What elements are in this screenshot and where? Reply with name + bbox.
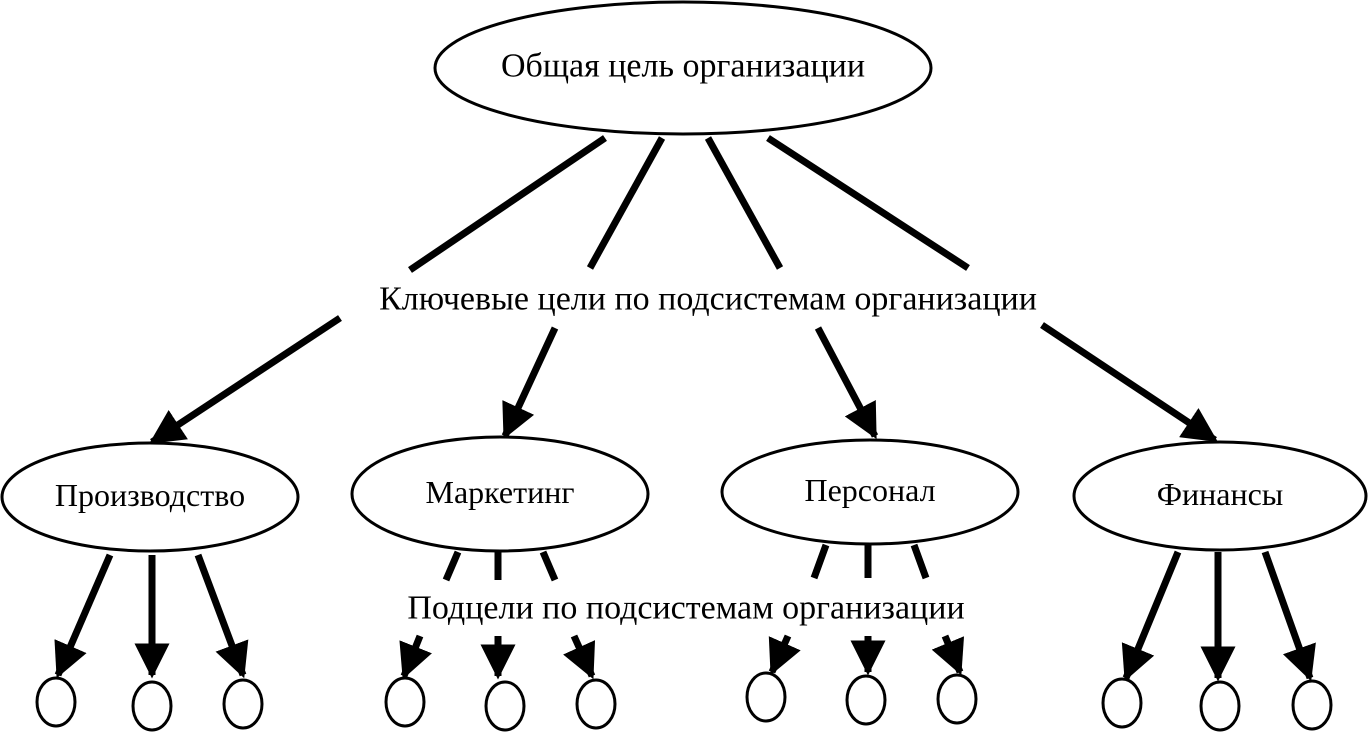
subsystem-label-production: Производство — [55, 477, 245, 513]
subgoal-arrow — [194, 553, 249, 679]
subgoal-arrow-lower — [768, 634, 801, 676]
subsystem-label-personnel: Персонал — [804, 472, 935, 508]
subgoal-circle — [936, 673, 978, 725]
subsystem-personnel: Персонал — [720, 438, 1020, 546]
subsystem-ellipse — [720, 438, 1020, 546]
key-goal-arrow-production — [149, 315, 342, 445]
subgoal-circle — [131, 680, 173, 732]
subsystem-ellipse — [0, 441, 300, 553]
key-goal-arrow-finance — [1040, 322, 1218, 443]
root-goal-node: Общая цель организации — [433, 0, 933, 136]
subgoal-circle — [1291, 679, 1333, 731]
subsystem-ellipse — [350, 435, 650, 553]
subgoal-arrow-lower — [563, 634, 596, 680]
subsystem-ellipse — [1072, 440, 1368, 552]
subsystem-marketing: Маркетинг — [350, 435, 650, 553]
subgoal-circle — [222, 678, 264, 730]
key-goal-arrow-marketing — [501, 326, 559, 440]
key-goal-arrow-personnel — [814, 326, 879, 440]
subgoal-circle — [845, 674, 887, 726]
subgoals-label: Подцели по подсистемам организации — [407, 590, 964, 627]
subgoal-arrow-lower — [931, 634, 965, 676]
root-goal-label: Общая цель организации — [501, 48, 865, 85]
subgoal-arrow — [1261, 550, 1316, 682]
root-edge-production — [408, 135, 607, 273]
root-edges — [408, 135, 970, 273]
subgoal-arrows — [54, 543, 1316, 682]
subsystem-label-marketing: Маркетинг — [426, 474, 575, 510]
subsystem-finance: Финансы — [1072, 440, 1368, 552]
subgoal-circle — [484, 680, 526, 732]
subgoal-arrow — [1121, 550, 1182, 682]
root-edge-marketing — [586, 136, 666, 270]
subgoal-circle — [1101, 677, 1143, 729]
subgoals-band: Подцели по подсистемам организации — [407, 590, 964, 627]
subgoal-circle — [35, 676, 77, 728]
subgoal-arrow-upper — [539, 550, 559, 582]
subgoal-arrow-upper — [910, 543, 930, 580]
root-goal-ellipse — [433, 0, 933, 136]
subsystem-production: Производство — [0, 441, 300, 553]
key-goals-label: Ключевые цели по подсистемам организации — [379, 281, 1037, 318]
subgoal-arrow-upper — [442, 550, 462, 582]
key-goals-band: Ключевые цели по подсистемам организации — [379, 281, 1037, 318]
root-edge-finance — [766, 135, 970, 271]
key-goal-arrows — [149, 315, 1218, 445]
subgoal-arrow-upper — [810, 543, 830, 580]
subgoal-arrow — [54, 553, 114, 679]
subgoal-arrow-lower — [399, 634, 432, 680]
subsystem-label-finance: Финансы — [1157, 476, 1284, 512]
subgoal-circle — [575, 678, 617, 730]
subgoal-leaves — [35, 671, 1333, 732]
subgoal-circle — [745, 671, 787, 723]
subgoal-circle — [1199, 680, 1241, 732]
root-edge-personnel — [704, 136, 784, 270]
subgoal-circle — [384, 676, 426, 728]
